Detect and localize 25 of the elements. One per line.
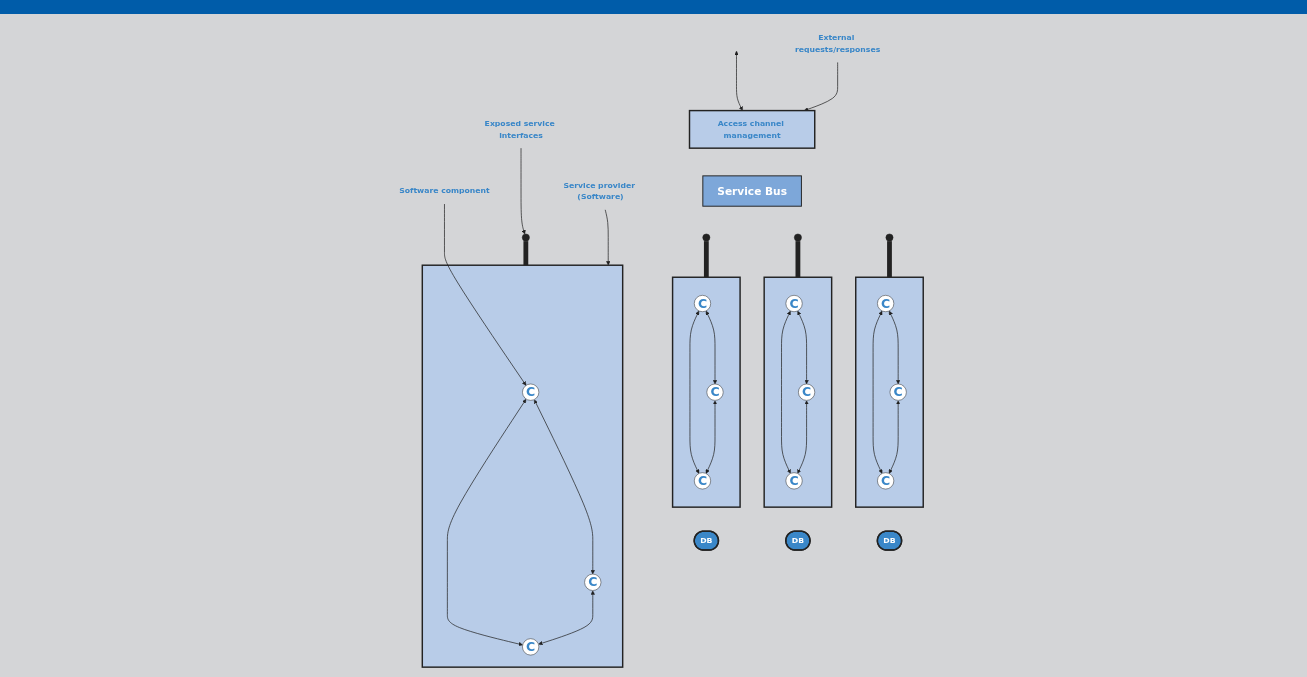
node-circle: C bbox=[583, 573, 601, 591]
node-circle bbox=[885, 233, 893, 241]
cluster bbox=[762, 276, 832, 508]
node-box: Service Bus bbox=[701, 174, 802, 207]
node-circle bbox=[793, 233, 802, 241]
node-circle bbox=[702, 233, 710, 241]
node-circle: C bbox=[889, 383, 907, 401]
node-circle bbox=[521, 233, 530, 241]
cluster bbox=[671, 276, 741, 508]
node-circle: C bbox=[521, 383, 539, 401]
connector bbox=[703, 240, 709, 278]
connector bbox=[795, 240, 800, 278]
node-circle: C bbox=[521, 637, 539, 655]
node-circle: C bbox=[693, 471, 711, 489]
node-circle: C bbox=[876, 294, 894, 312]
node-circle: C bbox=[876, 471, 894, 489]
node-circle: C bbox=[785, 471, 802, 489]
connector bbox=[522, 240, 528, 266]
node-circle: C bbox=[706, 383, 723, 401]
cluster bbox=[421, 264, 623, 668]
node-circle: C bbox=[693, 294, 711, 312]
cluster bbox=[854, 276, 924, 508]
node-circle: C bbox=[785, 294, 802, 312]
connector bbox=[886, 240, 892, 278]
node-circle: C bbox=[797, 383, 815, 401]
